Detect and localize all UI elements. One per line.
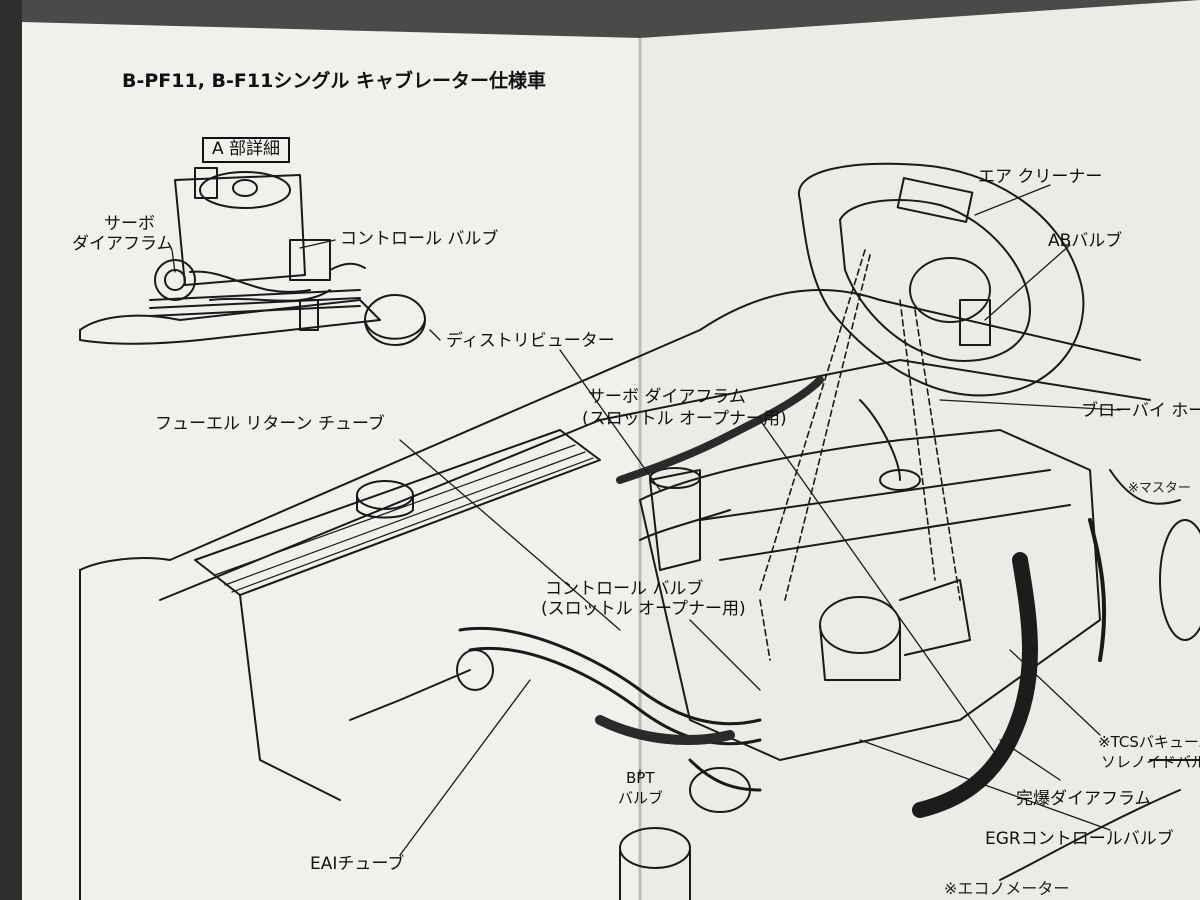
label-throttle-opener-2: (スロットル オープナー用) bbox=[541, 599, 746, 619]
page-shadow-left bbox=[0, 0, 22, 900]
label-throttle-opener-1: (スロットル オープナー用) bbox=[582, 409, 787, 429]
left-page bbox=[22, 22, 640, 900]
label-bpt-line1: BPT bbox=[626, 769, 655, 787]
detail-box-label: A 部詳細 bbox=[202, 137, 291, 163]
label-air-cleaner: エア クリーナー bbox=[978, 167, 1103, 187]
label-ab-valve: ABバルブ bbox=[1048, 231, 1123, 251]
label-servo-diaphragm: サーボ ダイアフラム bbox=[588, 387, 746, 407]
leader-lines bbox=[171, 184, 1121, 856]
label-fuel-return-tube: フューエル リターン チューブ bbox=[155, 414, 385, 434]
detail-carburetor-inset bbox=[79, 167, 426, 346]
vacuum-lines-dashed bbox=[759, 249, 961, 661]
label-econo-meter: ※エコノメーター bbox=[944, 879, 1070, 898]
label-tcs-line1: ※TCSバキューム bbox=[1098, 733, 1200, 751]
label-bpt-line2: バルブ bbox=[618, 789, 664, 807]
label-kanbaku-diaphragm: 完爆ダイアフラム bbox=[1016, 789, 1152, 809]
label-egr-control-valve: EGRコントロールバルブ bbox=[985, 829, 1174, 849]
engine-illustration bbox=[79, 162, 1200, 900]
label-blowby-hose: ブローバイ ホース bbox=[1081, 401, 1200, 421]
label-servo-line1: サーボ bbox=[104, 214, 155, 234]
label-control-valve-mid: コントロール バルブ bbox=[545, 579, 704, 599]
label-servo-line2: ダイアフラム bbox=[72, 234, 174, 254]
label-master-cut: ※マスター bbox=[1128, 481, 1191, 496]
label-distributor: ディストリビューター bbox=[446, 331, 615, 351]
label-control-valve-top: コントロール バルブ bbox=[340, 229, 499, 249]
label-tcs-line2: ソレノイドバルブ bbox=[1101, 753, 1200, 771]
right-page bbox=[640, 0, 1200, 900]
label-eai-tube: EAIチューブ bbox=[310, 854, 405, 874]
page-title: B-PF11, B-F11シングル キャブレーター仕様車 bbox=[122, 70, 546, 92]
